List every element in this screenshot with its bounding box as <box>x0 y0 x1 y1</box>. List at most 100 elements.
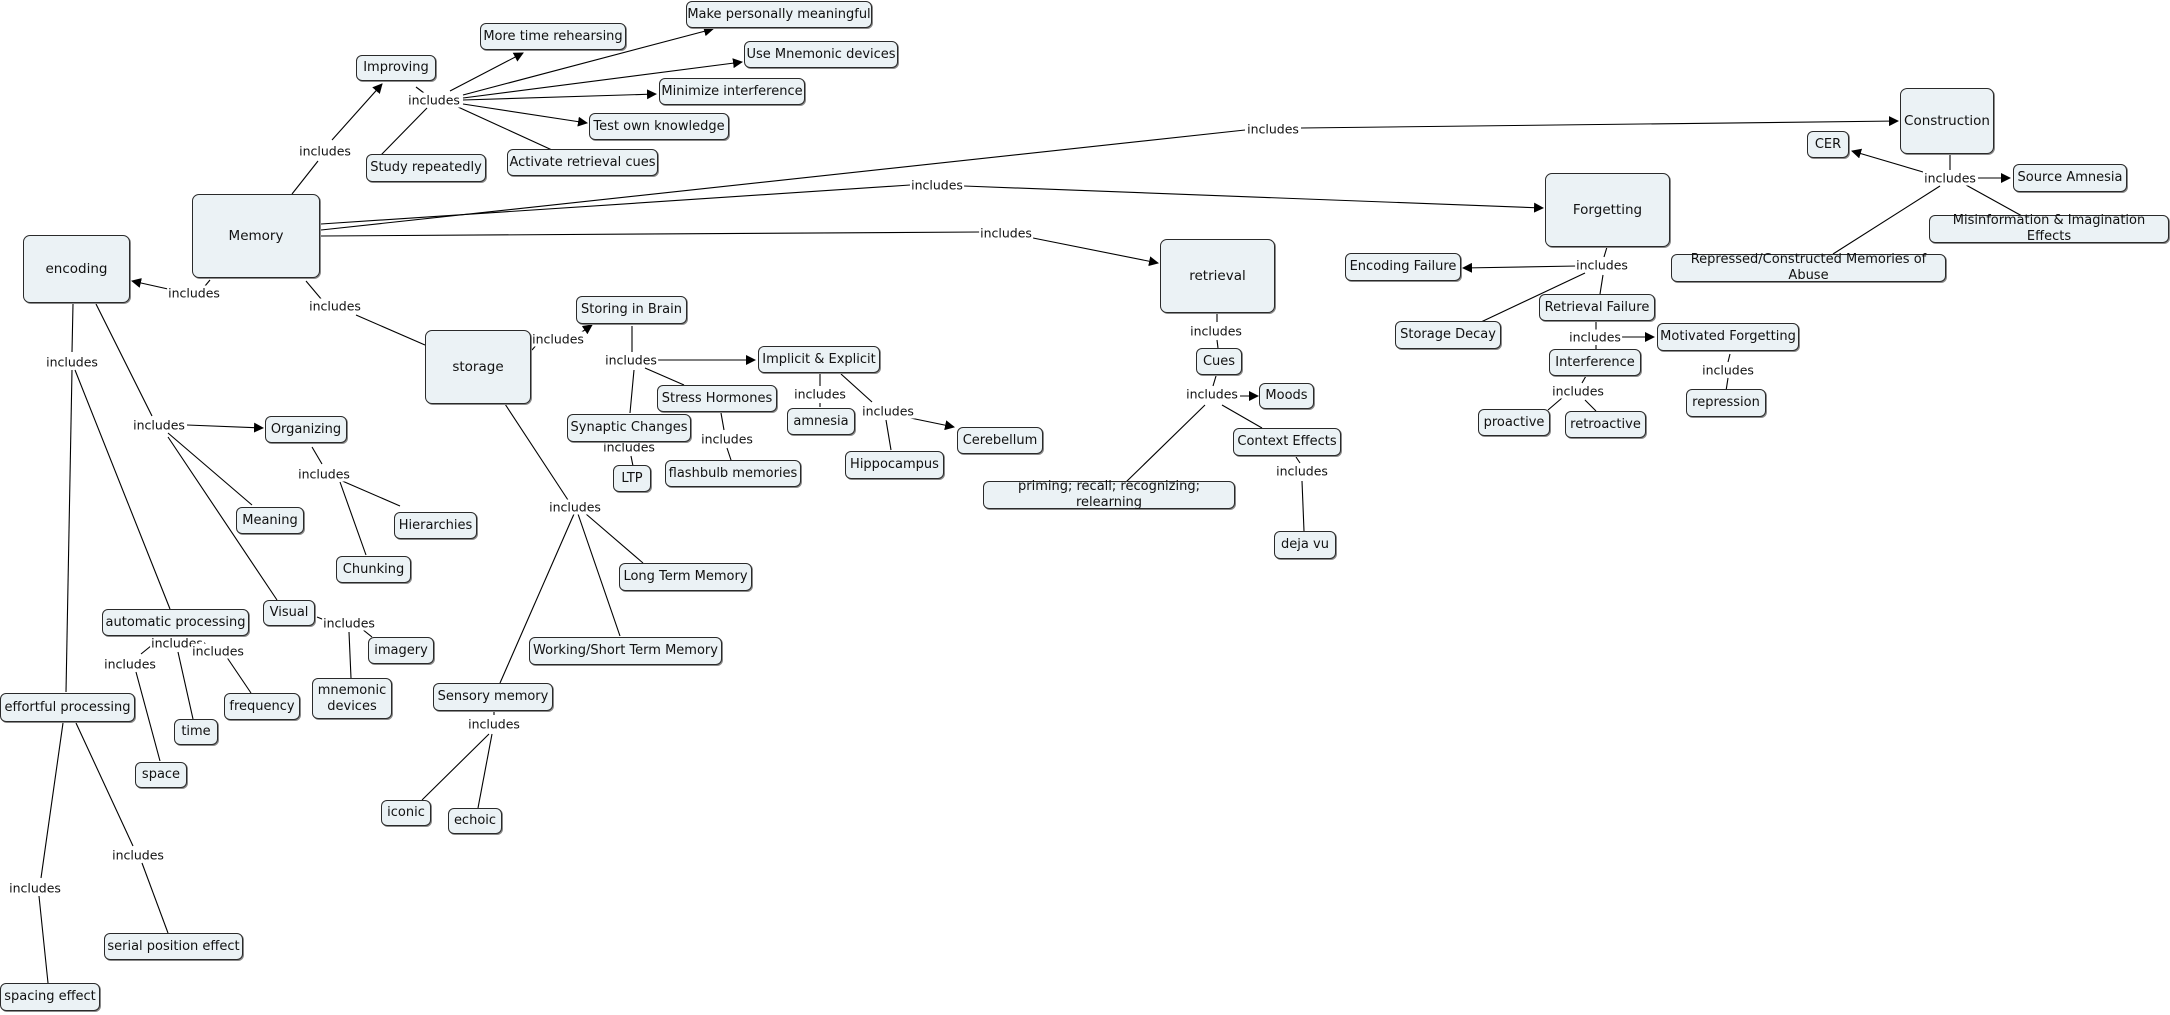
concept-spacing-effect[interactable]: spacing effect <box>0 983 100 1011</box>
link-label: includes <box>407 92 461 108</box>
concept-storage-decay[interactable]: Storage Decay <box>1395 321 1501 349</box>
concept-memory[interactable]: Memory <box>192 194 320 278</box>
concept-motivated-forgetting[interactable]: Motivated Forgetting <box>1657 323 1799 351</box>
concept-repressed-constructed-memories[interactable]: Repressed/Constructed Memories of Abuse <box>1671 252 1946 283</box>
concept-ltp[interactable]: LTP <box>613 465 651 492</box>
concept-chunking[interactable]: Chunking <box>336 556 411 583</box>
edge-line <box>630 455 634 467</box>
edge-line <box>462 103 588 127</box>
edge-line <box>885 419 892 451</box>
link-label: includes <box>308 298 362 314</box>
edge-line <box>1832 185 1941 255</box>
concept-storing-in-brain[interactable]: Storing in Brain <box>576 296 687 324</box>
link-label: includes <box>8 880 62 896</box>
concept-construction[interactable]: Construction <box>1900 88 1994 154</box>
edge-line <box>720 412 725 431</box>
concept-echoic[interactable]: echoic <box>448 808 502 834</box>
concept-make-personally-meaningful[interactable]: Make personally meaningful <box>686 1 872 28</box>
edge-line <box>1300 116 1899 129</box>
concept-misinformation-imagination-effects[interactable]: Misinformation & Imagination Effects <box>1929 213 2169 244</box>
concept-organizing[interactable]: Organizing <box>265 416 347 443</box>
concept-priming-recall-recognizing-relearning[interactable]: priming; recall; recognizing; relearning <box>983 479 1235 510</box>
edge-line <box>38 895 49 984</box>
concept-meaning[interactable]: Meaning <box>236 507 304 534</box>
link-label: includes <box>604 352 658 368</box>
edge-line <box>95 303 153 417</box>
concept-hippocampus[interactable]: Hippocampus <box>845 451 944 479</box>
concept-implicit-explicit[interactable]: Implicit & Explicit <box>758 346 880 373</box>
edge-line <box>1295 456 1301 464</box>
edge-line <box>477 733 493 809</box>
edge-line <box>1032 237 1159 267</box>
concept-hierarchies[interactable]: Hierarchies <box>394 512 477 539</box>
concept-retroactive[interactable]: retroactive <box>1565 411 1646 438</box>
concept-frequency[interactable]: frequency <box>224 693 300 720</box>
concept-interference[interactable]: Interference <box>1549 349 1641 376</box>
concept-visual[interactable]: Visual <box>263 600 315 626</box>
concept-encoding[interactable]: encoding <box>23 235 130 303</box>
concept-stress-hormones[interactable]: Stress Hormones <box>657 385 777 412</box>
concept-retrieval-failure[interactable]: Retrieval Failure <box>1539 294 1655 321</box>
edge-line <box>1603 246 1608 258</box>
edge-line <box>1584 399 1597 412</box>
concept-proactive[interactable]: proactive <box>1478 409 1550 436</box>
edge-line <box>186 422 264 433</box>
concept-minimize-interference[interactable]: Minimize interference <box>659 78 805 105</box>
edge-line <box>457 106 553 151</box>
concept-space[interactable]: space <box>135 762 187 788</box>
edge-line <box>963 185 1544 213</box>
link-label: includes <box>1575 257 1629 273</box>
link-label: includes <box>298 143 352 159</box>
link-label: includes <box>793 386 847 402</box>
concept-repression[interactable]: repression <box>1686 389 1766 417</box>
concept-cerebellum[interactable]: Cerebellum <box>957 427 1043 454</box>
concept-serial-position-effect[interactable]: serial position effect <box>104 933 243 960</box>
concept-source-amnesia[interactable]: Source Amnesia <box>2013 164 2127 192</box>
edge-line <box>1727 353 1731 363</box>
concept-amnesia[interactable]: amnesia <box>787 408 855 435</box>
concept-improving[interactable]: Improving <box>356 55 436 81</box>
concept-imagery[interactable]: imagery <box>368 637 434 664</box>
concept-effortful-processing[interactable]: effortful processing <box>0 693 135 722</box>
concept-sensory-memory[interactable]: Sensory memory <box>433 683 553 711</box>
link-label: includes <box>322 615 376 631</box>
concept-automatic-processing[interactable]: automatic processing <box>102 609 249 636</box>
concept-more-time-rehearsing[interactable]: More time rehearsing <box>480 23 626 50</box>
concept-storage[interactable]: storage <box>425 330 531 404</box>
link-label: includes <box>602 439 656 455</box>
concept-mnemonic-devices[interactable]: mnemonic devices <box>312 678 392 719</box>
edge-line <box>1851 148 1924 173</box>
concept-use-mnemonic-devices[interactable]: Use Mnemonic devices <box>744 41 898 68</box>
edge-line <box>1547 397 1563 411</box>
concept-activate-retrieval-cues[interactable]: Activate retrieval cues <box>507 149 658 176</box>
concept-study-repeatedly[interactable]: Study repeatedly <box>366 154 486 182</box>
concept-long-term-memory[interactable]: Long Term Memory <box>619 563 752 591</box>
edge-line <box>585 513 644 564</box>
concept-time[interactable]: time <box>174 719 218 745</box>
concept-cer[interactable]: CER <box>1807 131 1849 158</box>
edge-line <box>225 655 252 694</box>
edge-line <box>1216 339 1219 349</box>
link-label: includes <box>1275 463 1329 479</box>
edge-line <box>462 58 743 99</box>
edge-line <box>1462 262 1578 273</box>
edge-line <box>1125 404 1206 483</box>
concept-moods[interactable]: Moods <box>1259 383 1314 409</box>
concept-test-own-knowledge[interactable]: Test own knowledge <box>589 113 729 140</box>
concept-deja-vu[interactable]: deja vu <box>1274 531 1336 559</box>
edge-line <box>74 369 171 610</box>
concept-retrieval[interactable]: retrieval <box>1160 239 1275 313</box>
concept-iconic[interactable]: iconic <box>381 800 431 826</box>
concept-flashbulb-memories[interactable]: flashbulb memories <box>665 460 801 487</box>
concept-forgetting[interactable]: Forgetting <box>1545 173 1670 247</box>
concept-cues[interactable]: Cues <box>1196 348 1242 375</box>
edge-line <box>167 432 253 506</box>
concept-encoding-failure[interactable]: Encoding Failure <box>1345 253 1461 281</box>
concept-synaptic-changes[interactable]: Synaptic Changes <box>567 414 691 442</box>
concept-working-short-term-memory[interactable]: Working/Short Term Memory <box>529 637 722 665</box>
edge-line <box>629 369 635 414</box>
link-label: includes <box>1568 329 1622 345</box>
concept-context-effects[interactable]: Context Effects <box>1233 428 1341 456</box>
edge-line <box>1221 404 1263 429</box>
edge-line <box>320 184 911 225</box>
